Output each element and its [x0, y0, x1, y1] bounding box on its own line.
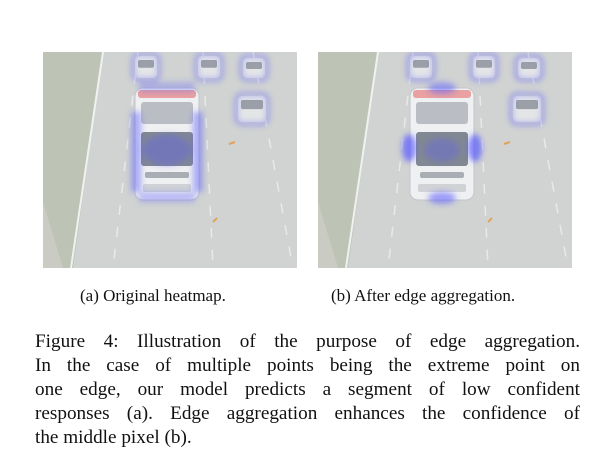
bus-heat — [402, 82, 482, 204]
car — [239, 54, 269, 82]
car — [469, 52, 499, 82]
caption-line: Figure 4: Illustration of the purpose of… — [35, 331, 580, 352]
subcaption-a: (a) Original heatmap. — [80, 286, 226, 305]
subcaption-b: (b) After edge aggregation. — [331, 286, 516, 305]
car — [194, 52, 224, 82]
car — [514, 54, 544, 82]
caption-line: In the case of multiple points being the… — [35, 355, 580, 376]
car — [131, 52, 161, 82]
caption-line: responses (a). Edge aggregation enhances… — [35, 403, 580, 424]
caption-line: the middle pixel (b). — [35, 427, 192, 448]
grass-left — [318, 52, 378, 268]
car — [406, 52, 436, 82]
heatmap-panel-original — [43, 52, 297, 268]
bus-heat — [131, 82, 203, 202]
heatmap-image-aggregated — [318, 52, 572, 268]
heatmap-image-original — [43, 52, 297, 268]
figure-caption: Figure 4: Illustration of the purpose of… — [35, 330, 580, 450]
caption-line: one edge, our model predicts a segment o… — [35, 379, 580, 400]
grass-left — [43, 52, 103, 268]
car — [509, 92, 545, 126]
car — [234, 92, 270, 126]
heatmap-panel-aggregated — [318, 52, 572, 268]
